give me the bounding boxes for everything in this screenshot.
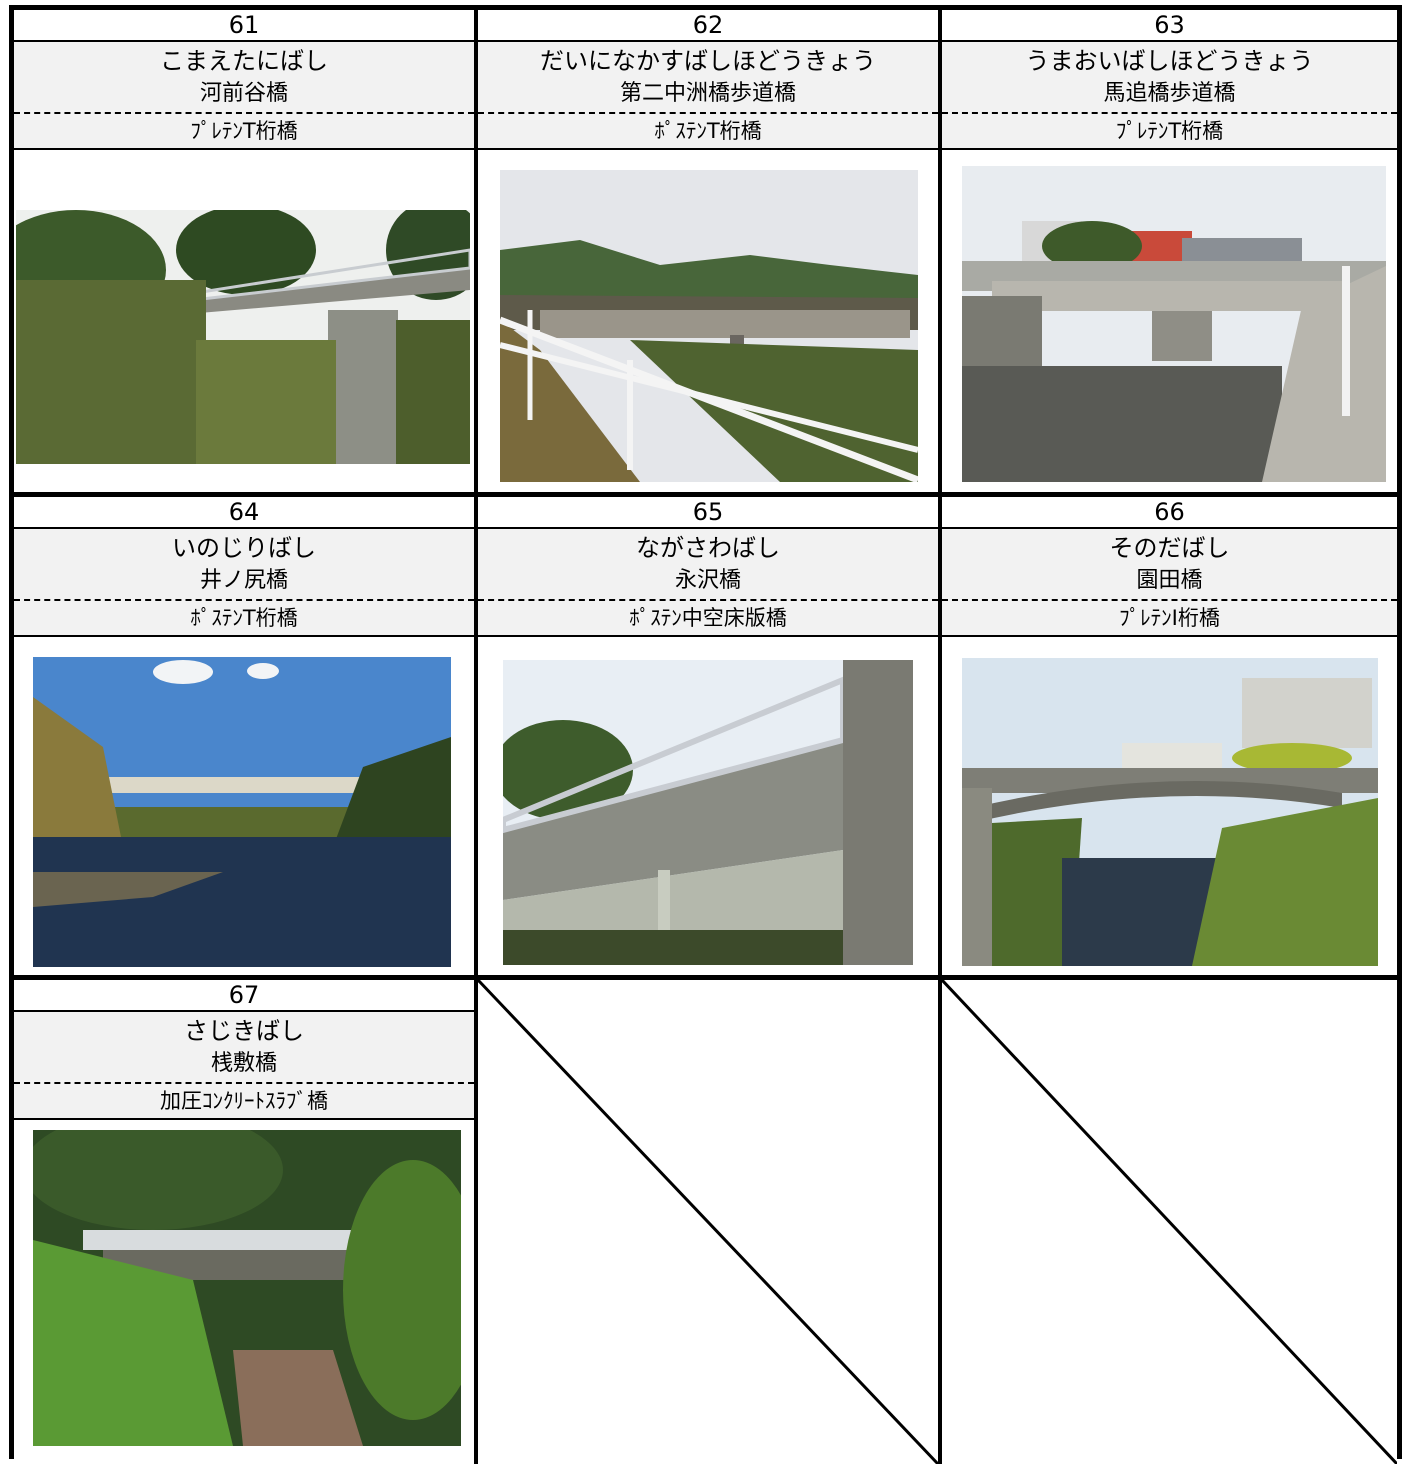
bridge-photo xyxy=(962,166,1386,482)
bridge-names: こまえたにばし 河前谷橋 ﾌﾟﾚﾃﾝT桁橋 xyxy=(14,42,474,150)
diagonal-line xyxy=(478,980,938,1464)
bridge-cell-63: 63 うまおいばしほどうきょう 馬追橋歩道橋 ﾌﾟﾚﾃﾝT桁橋 xyxy=(942,10,1397,492)
bridge-number: 62 xyxy=(478,10,938,42)
table-row: 64 いのじりばし 井ノ尻橋 ﾎﾟｽﾃﾝT桁橋 xyxy=(14,497,1397,975)
bridge-number: 64 xyxy=(14,497,474,529)
bridge-names: うまおいばしほどうきょう 馬追橋歩道橋 ﾌﾟﾚﾃﾝT桁橋 xyxy=(942,42,1397,150)
bridge-photo xyxy=(503,660,913,965)
empty-cell xyxy=(478,980,938,1464)
table-row: 61 こまえたにばし 河前谷橋 ﾌﾟﾚﾃﾝT桁橋 xyxy=(14,10,1397,492)
bridge-names: いのじりばし 井ノ尻橋 ﾎﾟｽﾃﾝT桁橋 xyxy=(14,529,474,637)
bridge-type: ﾎﾟｽﾃﾝT桁橋 xyxy=(654,119,762,143)
bridge-number: 67 xyxy=(14,980,474,1012)
bridge-name-kana: こまえたにばし xyxy=(160,47,328,75)
column-divider xyxy=(474,10,478,492)
table-row: 67 さじきばし 桟敷橋 加圧ｺﾝｸﾘｰﾄｽﾗﾌﾞ橋 xyxy=(14,980,1397,1464)
bridge-cell-65: 65 ながさわばし 永沢橋 ﾎﾟｽﾃﾝ中空床版橋 xyxy=(478,497,938,975)
bridge-table: 61 こまえたにばし 河前谷橋 ﾌﾟﾚﾃﾝT桁橋 xyxy=(9,5,1402,1464)
column-divider xyxy=(938,10,942,492)
bridge-names: ながさわばし 永沢橋 ﾎﾟｽﾃﾝ中空床版橋 xyxy=(478,529,938,637)
empty-cell xyxy=(942,980,1397,1464)
bridge-name-kanji: 桟敷橋 xyxy=(14,1048,474,1084)
bridge-number: 61 xyxy=(14,10,474,42)
bridge-photo xyxy=(33,657,451,967)
bridge-photo xyxy=(33,1130,461,1446)
bridge-name-kanji: 第二中洲橋歩道橋 xyxy=(478,78,938,114)
column-divider xyxy=(474,980,478,1464)
bridge-type: ﾌﾟﾚﾃﾝI桁橋 xyxy=(1119,606,1220,630)
bridge-names: そのだばし 園田橋 ﾌﾟﾚﾃﾝI桁橋 xyxy=(942,529,1397,637)
bridge-name-kanji: 井ノ尻橋 xyxy=(14,565,474,601)
bridge-number: 66 xyxy=(942,497,1397,529)
bridge-number: 63 xyxy=(942,10,1397,42)
bridge-photo xyxy=(500,170,918,482)
column-divider xyxy=(938,497,942,975)
bridge-name-kanji: 馬追橋歩道橋 xyxy=(942,78,1397,114)
diagonal-line xyxy=(942,980,1397,1464)
bridge-name-kanji: 河前谷橋 xyxy=(14,78,474,114)
bridge-type: ﾎﾟｽﾃﾝT桁橋 xyxy=(190,606,298,630)
bridge-names: だいになかすばしほどうきょう 第二中洲橋歩道橋 ﾎﾟｽﾃﾝT桁橋 xyxy=(478,42,938,150)
bridge-name-kanji: 永沢橋 xyxy=(478,565,938,601)
bridge-cell-66: 66 そのだばし 園田橋 ﾌﾟﾚﾃﾝI桁橋 xyxy=(942,497,1397,975)
bridge-type: ﾌﾟﾚﾃﾝT桁橋 xyxy=(1115,119,1224,143)
row-divider xyxy=(14,975,1397,980)
bridge-type: ﾌﾟﾚﾃﾝT桁橋 xyxy=(190,119,298,143)
bridge-type: ﾎﾟｽﾃﾝ中空床版橋 xyxy=(629,606,787,630)
bridge-name-kanji: 園田橋 xyxy=(942,565,1397,601)
bridge-photo xyxy=(16,210,470,464)
bridge-name-kana: いのじりばし xyxy=(172,534,316,562)
column-divider xyxy=(474,497,478,975)
row-divider xyxy=(14,492,1397,497)
bridge-name-kana: そのだばし xyxy=(1109,534,1230,562)
bridge-type: 加圧ｺﾝｸﾘｰﾄｽﾗﾌﾞ橋 xyxy=(160,1089,328,1113)
bridge-name-kana: さじきばし xyxy=(184,1017,304,1045)
bridge-cell-67: 67 さじきばし 桟敷橋 加圧ｺﾝｸﾘｰﾄｽﾗﾌﾞ橋 xyxy=(14,980,474,1464)
bridge-number: 65 xyxy=(478,497,938,529)
bridge-name-kana: うまおいばしほどうきょう xyxy=(1025,47,1314,75)
bridge-cell-61: 61 こまえたにばし 河前谷橋 ﾌﾟﾚﾃﾝT桁橋 xyxy=(14,10,474,492)
bridge-cell-64: 64 いのじりばし 井ノ尻橋 ﾎﾟｽﾃﾝT桁橋 xyxy=(14,497,474,975)
bridge-cell-62: 62 だいになかすばしほどうきょう 第二中洲橋歩道橋 ﾎﾟｽﾃﾝT桁橋 xyxy=(478,10,938,492)
bridge-names: さじきばし 桟敷橋 加圧ｺﾝｸﾘｰﾄｽﾗﾌﾞ橋 xyxy=(14,1012,474,1120)
bridge-photo xyxy=(962,658,1378,966)
column-divider xyxy=(938,980,942,1464)
bridge-name-kana: ながさわばし xyxy=(636,534,780,562)
bridge-name-kana: だいになかすばしほどうきょう xyxy=(540,47,876,75)
